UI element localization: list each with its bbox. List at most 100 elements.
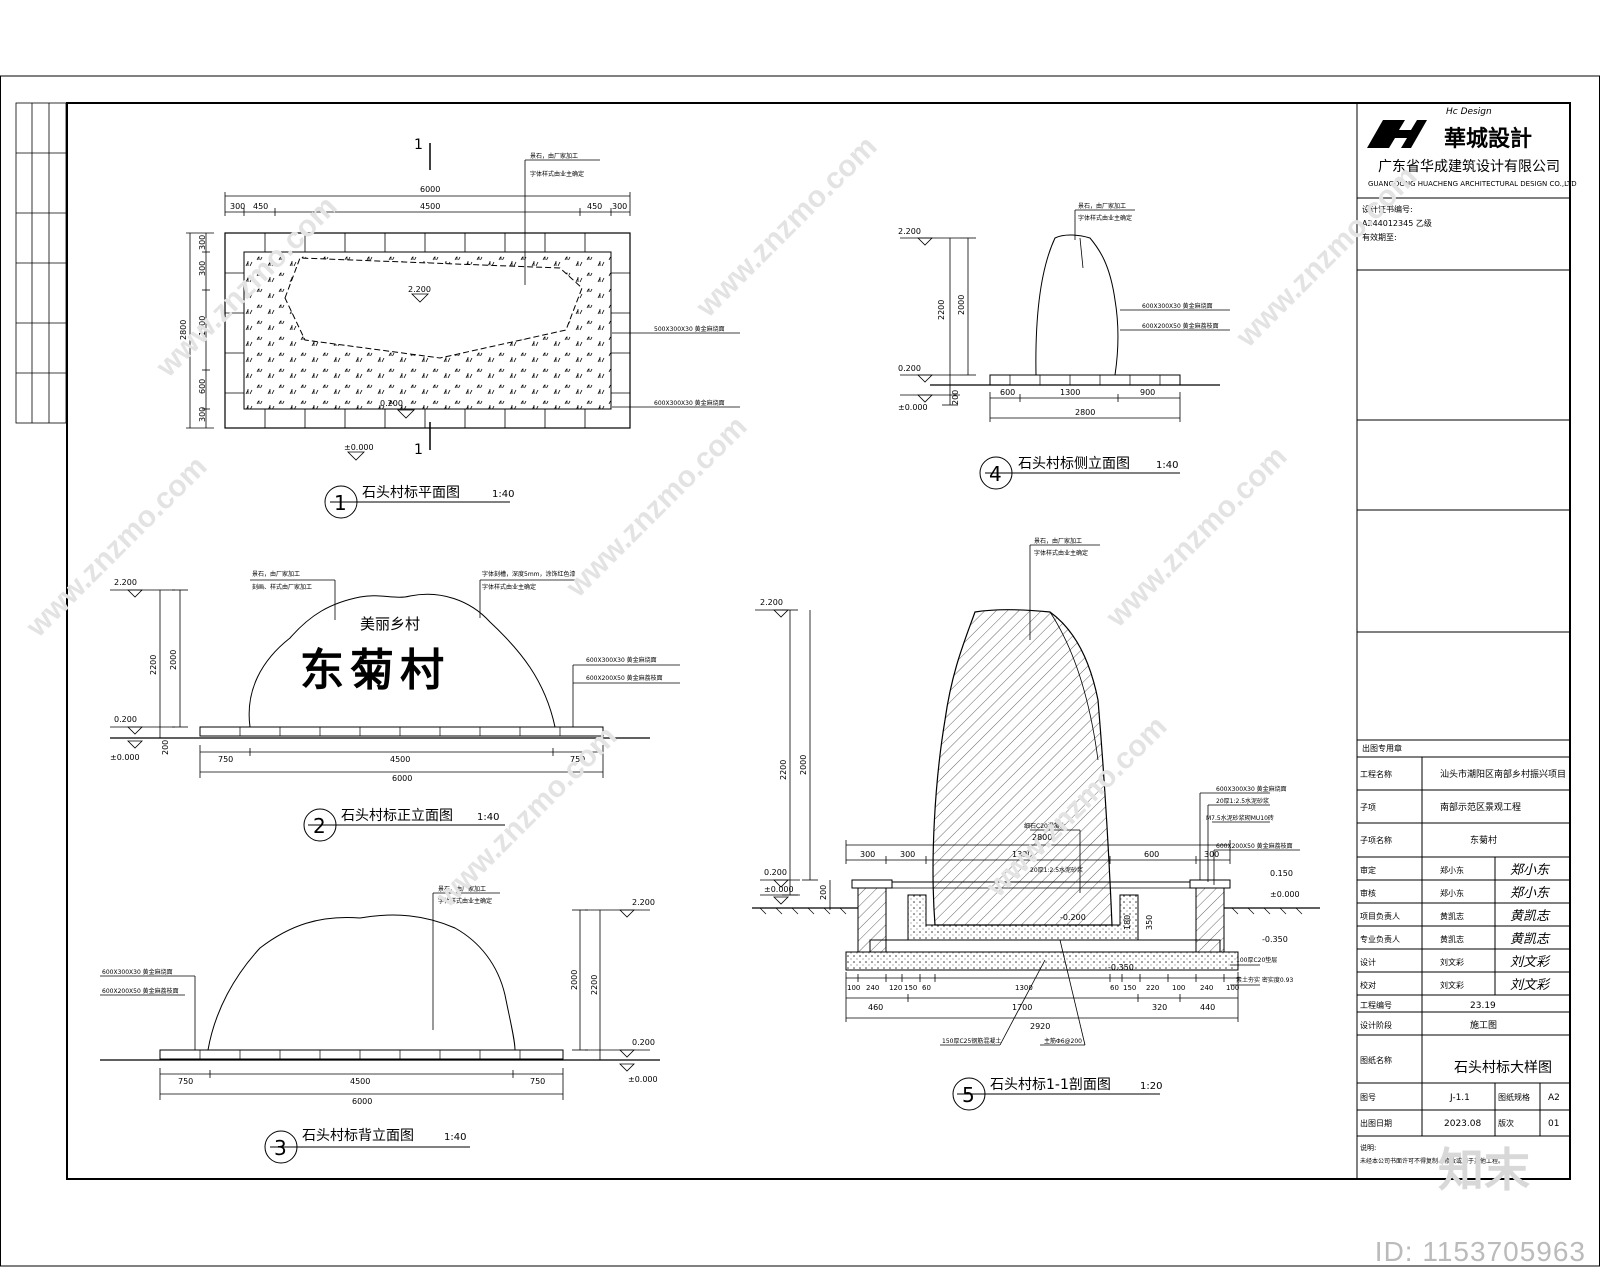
logo-small-text: Hc Design: [1446, 107, 1492, 117]
inner-border: [66, 102, 1571, 1180]
view5-scale: 1:20: [1140, 1081, 1162, 1092]
sec-mortar2: 20厚1:2.5水泥砂浆: [1030, 866, 1083, 874]
sec-c25: 150厚C25钢筋混凝土: [942, 1037, 1001, 1045]
plan-dim-300c: 300: [198, 235, 207, 250]
sec-dim-150b: 150: [1123, 984, 1136, 992]
front-dim-750b: 750: [570, 755, 585, 764]
project-name: 汕头市潮阳区南部乡村振兴项目: [1440, 768, 1566, 780]
plan-paving1: 500X300X30 黄金麻烧面: [654, 325, 725, 333]
side-level-2200: 2.200: [898, 227, 921, 236]
back-dim-2000: 2000: [570, 970, 579, 990]
view2-number: 2: [313, 814, 326, 838]
side-dim-1300: 1300: [1060, 388, 1080, 397]
image-id: ID: 1153705963: [1374, 1236, 1586, 1267]
side-note1: 景石，由厂家加工: [1078, 202, 1126, 210]
project-no-label: 工程编号: [1360, 1000, 1392, 1010]
sec-note1: 景石，由厂家加工: [1034, 537, 1082, 545]
plan-level-0000: ±0.000: [344, 443, 374, 452]
sec-note2: 字体样式由业主确定: [1034, 549, 1088, 557]
front-dim-750a: 750: [218, 755, 233, 764]
back-level-0200: 0.200: [632, 1038, 655, 1047]
side-dim-600: 600: [1000, 388, 1015, 397]
sec-mortar: 20厚1:2.5水泥砂浆: [1216, 797, 1269, 805]
role-name: 郑小东: [1440, 865, 1464, 875]
section-view: 2.200 0.200 ±0.000 2200 2000 200 2800 30…: [752, 537, 1320, 1111]
role-name: 刘文彩: [1440, 957, 1464, 967]
view1-title: 石头村标平面图: [362, 485, 460, 501]
company-name-en: GUANGDONG HUACHENG ARCHITECTURAL DESIGN …: [1368, 180, 1577, 188]
side-dim-2000: 2000: [957, 295, 966, 315]
back-note2: 字体样式由业主确定: [438, 897, 492, 905]
sec-dim-120: 120: [889, 984, 902, 992]
version: 01: [1548, 1119, 1559, 1129]
sec-dim-200: 200: [819, 885, 828, 900]
front-font-note2: 字体样式由业主确定: [482, 583, 536, 591]
stage: 施工图: [1470, 1019, 1497, 1031]
stage-label: 设计阶段: [1360, 1020, 1392, 1030]
plan-view: 1 1 6000 300 450 4500 450 300 2800 300 3…: [179, 137, 740, 519]
sec-dim-240b: 240: [1200, 984, 1213, 992]
sec-dim-440: 440: [1200, 1003, 1215, 1012]
signature: 郑小东: [1510, 886, 1551, 901]
company-logo: Hc Design 華城設計: [1367, 107, 1532, 152]
side-dim-2800: 2800: [1075, 408, 1095, 417]
back-dim-750a: 750: [178, 1077, 193, 1086]
sec-fill: 细石C20混凝土: [1024, 822, 1066, 830]
cert-line2: A244012345 乙级: [1362, 218, 1432, 228]
plan-dim-300d: 300: [198, 261, 207, 276]
sec-soil: 素土夯实 密实度0.93: [1236, 976, 1293, 984]
sec-brick: M7.5水泥砂浆砌MU10砖: [1206, 814, 1274, 822]
stone-text-small: 美丽乡村: [360, 615, 420, 633]
role-name: 刘文彩: [1440, 980, 1464, 990]
outer-border: [0, 75, 1600, 1267]
sec-dim-180: 180: [1123, 915, 1132, 930]
sec-dim-2000: 2000: [799, 755, 808, 775]
sec-dim-320: 320: [1152, 1003, 1167, 1012]
role-name: 黄凯志: [1440, 934, 1464, 944]
side-paving2: 600X200X50 黄金麻荔枝面: [1142, 322, 1219, 330]
side-dim-900: 900: [1140, 388, 1155, 397]
role-name: 郑小东: [1440, 888, 1464, 898]
sec-kerb: 600X200X50 黄金麻荔枝面: [1216, 842, 1293, 850]
role-rows: 审定 郑小东 审核 郑小东 项目负责人 黄凯志 专业负责人 黄凯志 设计 刘文彩…: [1360, 865, 1464, 990]
logo-text: 華城設計: [1444, 126, 1532, 152]
notes-title: 说明:: [1360, 1143, 1376, 1152]
signature: 刘文彩: [1510, 954, 1551, 970]
plan-dim-450b: 450: [587, 202, 602, 211]
view4-scale: 1:40: [1156, 460, 1178, 471]
plan-level-0200: 0.200: [380, 399, 403, 408]
subproject-label: 子项: [1360, 803, 1376, 812]
section-mark-bottom: 1: [414, 442, 423, 458]
view3-number: 3: [274, 1136, 287, 1160]
front-elevation-view: 美丽乡村 东菊村 2.200 0.200 ±0.000 2200 2000 20…: [110, 570, 680, 842]
sec-dim-150a: 150: [904, 984, 917, 992]
front-dim-2200: 2200: [149, 655, 158, 675]
back-paving2: 600X200X50 黄金麻荔枝面: [102, 987, 179, 995]
plan-level-2200: 2.200: [408, 285, 431, 294]
front-level-0000: ±0.000: [110, 753, 140, 762]
front-level-0200: 0.200: [114, 715, 137, 724]
signature: 郑小东: [1510, 863, 1551, 878]
sec-dim-220: 220: [1146, 984, 1159, 992]
sec-level-m0350b: -0.350: [1108, 963, 1134, 972]
plan-dim-300e: 300: [198, 407, 207, 422]
drawing-name-label: 图纸名称: [1360, 1055, 1392, 1065]
front-font-note1: 字体刻槽，深度5mm，涂饰红色漆: [482, 570, 576, 578]
sec-dim-100b: 100: [1172, 984, 1185, 992]
side-level-0200: 0.200: [898, 364, 921, 373]
sec-dim-2920: 2920: [1030, 1022, 1050, 1031]
drawing-name: 石头村标大样图: [1454, 1060, 1552, 1076]
notes-text: 未经本公司书面许可不得复制、修改或用于其他工程。: [1360, 1157, 1504, 1165]
front-level-2200: 2.200: [114, 578, 137, 587]
sec-dim-100a: 100: [847, 984, 860, 992]
side-dim-2200: 2200: [937, 300, 946, 320]
front-note3: 刻画、样式由厂家加工: [252, 583, 312, 591]
sec-rebar: 主筋Φ6@200: [1044, 1037, 1082, 1045]
plan-dim-1300: 1300: [198, 316, 207, 336]
plan-note1: 景石，由厂家加工: [530, 152, 578, 160]
back-dim-4500: 4500: [350, 1077, 370, 1086]
view1-number: 1: [334, 491, 347, 515]
back-paving1: 600X300X30 黄金麻烧面: [102, 968, 173, 976]
subitem-name: 东菊村: [1470, 834, 1497, 846]
plan-dim-4500: 4500: [420, 202, 440, 211]
